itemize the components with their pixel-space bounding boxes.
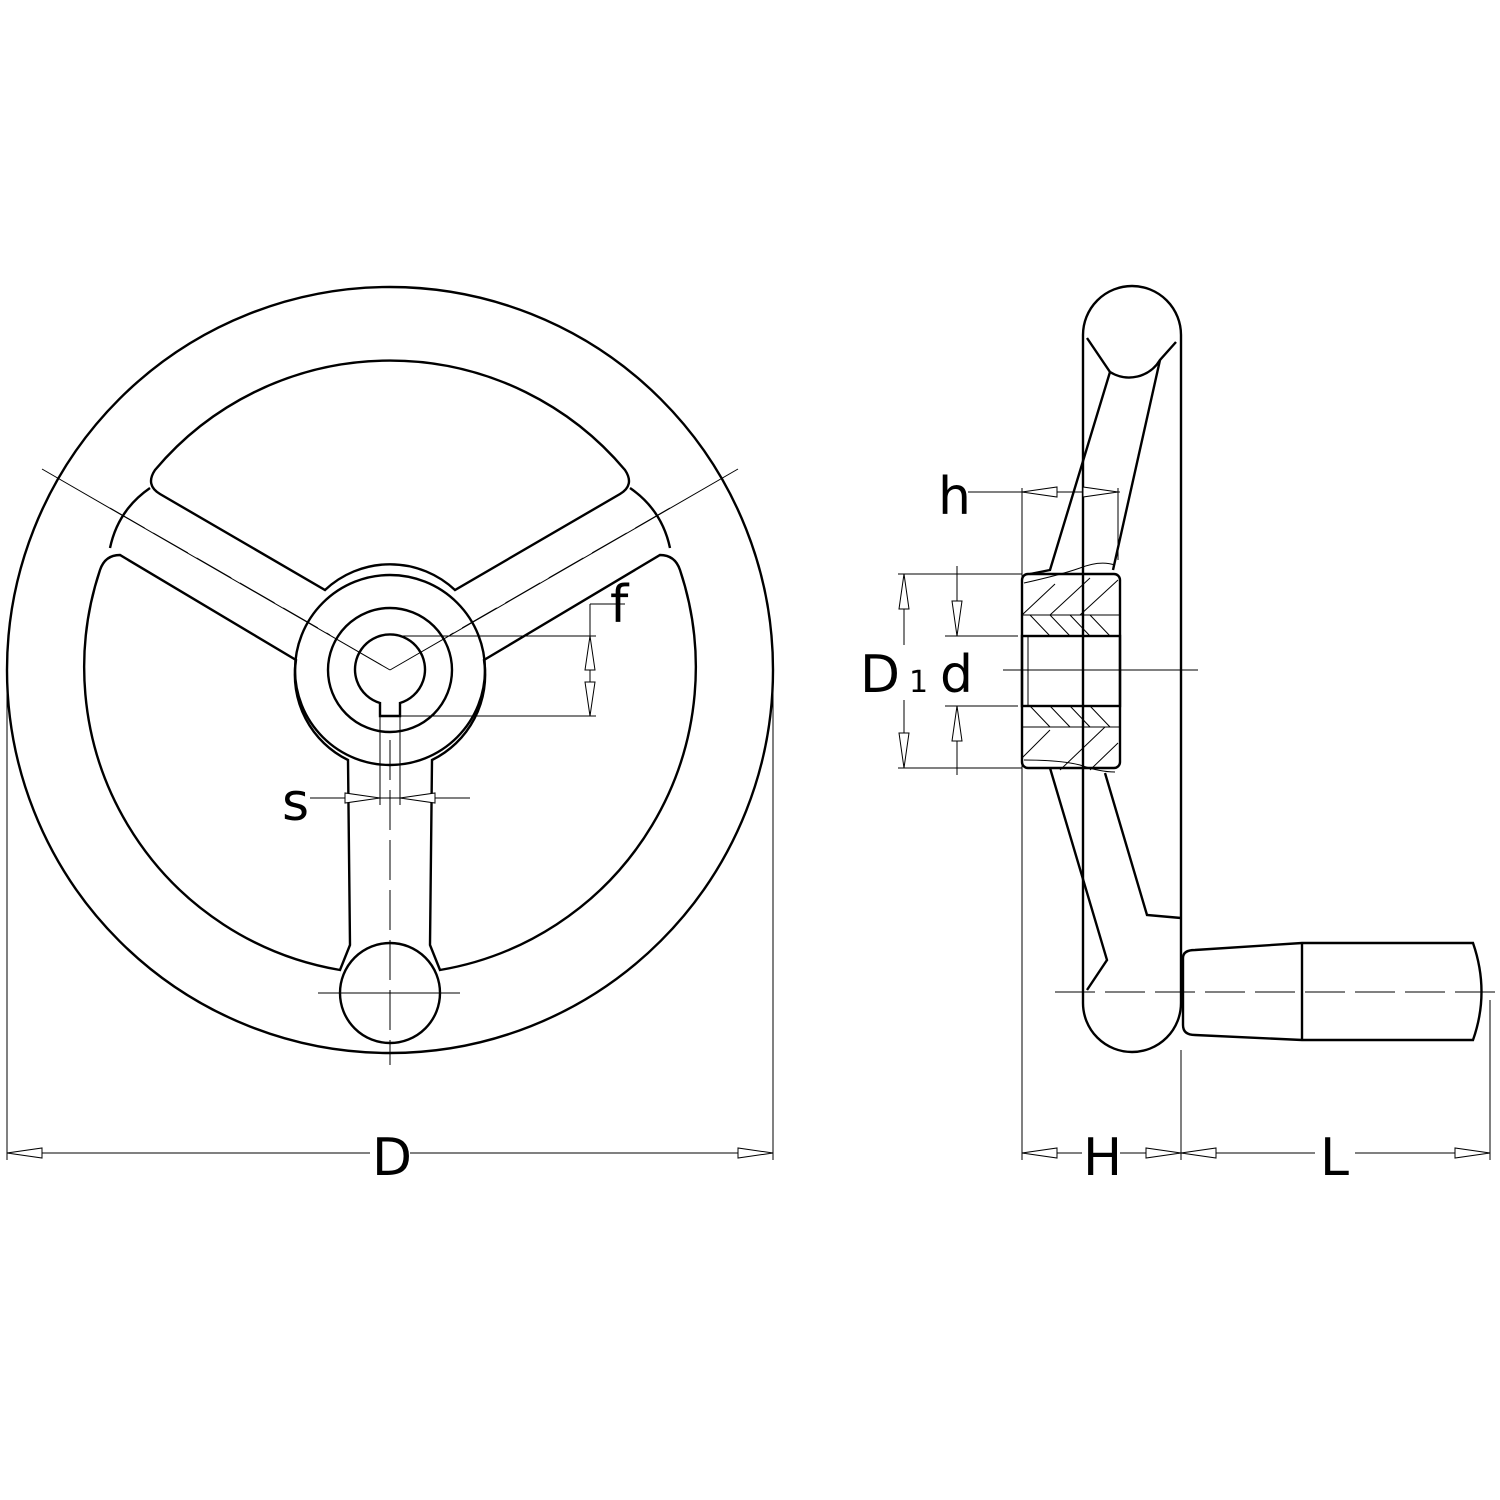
fillet-left: [108, 487, 151, 549]
side-view: D 1 d h H L: [860, 284, 1500, 1188]
arrow: [951, 705, 963, 742]
upper-spoke: [1029, 371, 1112, 576]
spoke-window-left: [82, 553, 352, 972]
dim-label-D: D: [372, 1128, 412, 1188]
dim-label-h: h: [938, 467, 971, 527]
arrow: [399, 792, 436, 804]
section-hatching: [1021, 577, 1120, 771]
lower-spoke: [1048, 767, 1109, 991]
dim-label-f: f: [610, 575, 630, 635]
front-view: D f s: [5, 285, 775, 1188]
arrow: [898, 732, 910, 769]
rim-section: [1081, 284, 1183, 1054]
spoke-window-top: [149, 359, 631, 592]
arrow: [951, 600, 963, 637]
arrow: [898, 573, 910, 610]
center-line: [449, 507, 671, 636]
arrow: [584, 681, 596, 717]
crank-handle: [1181, 941, 1483, 1042]
dim-label-s: s: [282, 773, 309, 833]
arrow: [1021, 486, 1058, 498]
bore: [1020, 634, 1122, 708]
arrow: [344, 792, 381, 804]
arrow: [1082, 486, 1119, 498]
spoke-window-right: [428, 553, 698, 972]
arrow: [1021, 1147, 1058, 1159]
dim-label-L: L: [1320, 1128, 1349, 1188]
fillet-right: [629, 487, 672, 549]
arrow: [737, 1147, 774, 1159]
bore-with-keyway: [353, 633, 427, 718]
dim-label-d: d: [940, 645, 973, 705]
dim-label-D1-subscript: 1: [909, 665, 928, 700]
arrow: [584, 635, 596, 671]
dim-label-D1: D: [860, 645, 900, 705]
dim-label-H: H: [1083, 1128, 1122, 1188]
arrow: [1454, 1147, 1491, 1159]
hub-inner-ring: [326, 606, 454, 734]
center-line: [109, 507, 331, 636]
hub-section: [1020, 572, 1122, 770]
arrow: [1180, 1147, 1217, 1159]
arrow: [1145, 1147, 1182, 1159]
arrow: [6, 1147, 43, 1159]
